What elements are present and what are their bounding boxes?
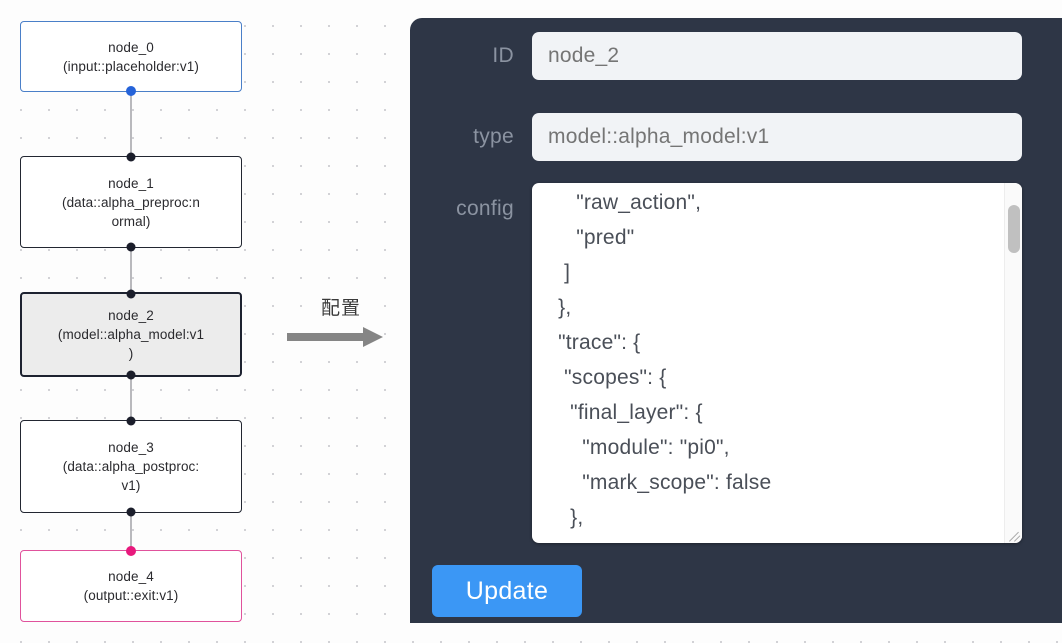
arrow-head	[363, 327, 383, 347]
node-id-label: node_2	[108, 308, 154, 323]
type-input[interactable]	[532, 113, 1022, 161]
update-button[interactable]: Update	[432, 565, 582, 617]
edge-node1-node2	[130, 248, 132, 292]
node-config-panel: ID type config "raw_action", "pred" ] },…	[410, 18, 1062, 623]
node-port-input[interactable]	[126, 152, 136, 162]
graph-node-node_2[interactable]: node_2 (model::alpha_model:v1 )	[20, 289, 242, 380]
id-input[interactable]	[532, 32, 1022, 80]
node-port-output[interactable]	[126, 370, 136, 380]
node-port-input[interactable]	[126, 289, 136, 299]
edge-node0-node1	[130, 92, 132, 156]
annotation-label: 配置	[320, 297, 361, 319]
type-field-row: type	[410, 113, 1022, 161]
config-field-label: config	[456, 197, 514, 220]
node-type-label: (input::placeholder:v1)	[63, 58, 199, 74]
node-type-label: (output::exit:v1)	[83, 588, 179, 603]
node-type-label: (data::alpha_postproc: v1)	[62, 459, 200, 493]
config-textarea[interactable]: "raw_action", "pred" ] }, "trace": { "sc…	[558, 191, 772, 543]
node-port-output[interactable]	[126, 242, 136, 252]
graph-node-node_0[interactable]: node_0 (input::placeholder:v1)	[20, 21, 242, 96]
node-port-output[interactable]	[126, 507, 136, 517]
config-scrollbar[interactable]	[1004, 183, 1022, 543]
arrow-shaft	[287, 333, 365, 341]
node-id-label: node_3	[108, 440, 154, 455]
id-field-label: ID	[492, 44, 514, 67]
id-field-row: ID	[410, 32, 1022, 80]
resize-handle-icon[interactable]	[1007, 528, 1021, 542]
node-port-input[interactable]	[126, 416, 136, 426]
config-field-row: config "raw_action", "pred" ] }, "trace"…	[410, 183, 1022, 543]
config-textarea-wrap[interactable]: "raw_action", "pred" ] }, "trace": { "sc…	[532, 183, 1022, 543]
edge-node3-node4	[130, 513, 132, 550]
type-field-label: type	[473, 125, 514, 148]
edge-node2-node3	[130, 377, 132, 420]
node-id-label: node_0	[108, 39, 154, 55]
node-type-label: (data::alpha_preproc:n ormal)	[61, 194, 201, 229]
arrow-icon	[286, 326, 396, 348]
graph-node-node_4[interactable]: node_4 (output::exit:v1)	[20, 546, 242, 622]
node-id-label: node_1	[108, 175, 154, 191]
node-id-label: node_4	[108, 569, 154, 584]
node-port-output[interactable]	[126, 86, 136, 96]
config-scrollbar-thumb[interactable]	[1008, 205, 1020, 253]
node-port-input[interactable]	[126, 546, 136, 556]
graph-node-node_3[interactable]: node_3 (data::alpha_postproc: v1)	[20, 416, 242, 517]
node-type-label: (model::alpha_model:v1 )	[57, 327, 205, 361]
graph-node-node_1[interactable]: node_1 (data::alpha_preproc:n ormal)	[20, 152, 242, 252]
annotation-arrow-group: 配置	[286, 296, 396, 348]
